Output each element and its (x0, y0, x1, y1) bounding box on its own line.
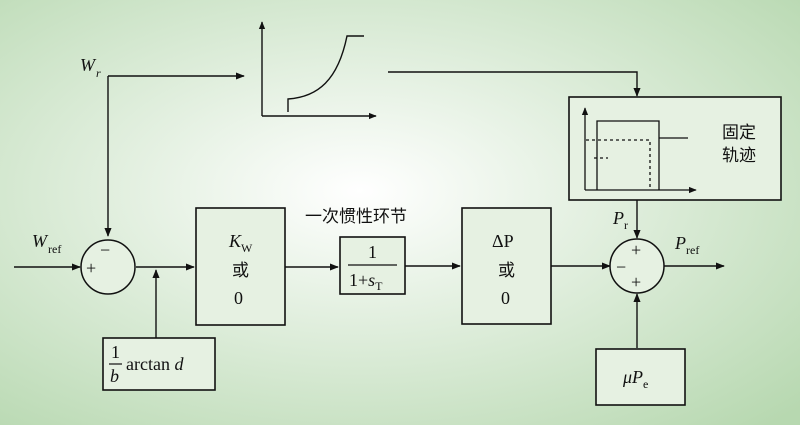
dp-or-label: 或 (498, 261, 515, 281)
summing-junction-1: − + (80, 239, 136, 295)
traj-label-line2: 轨迹 (722, 146, 756, 166)
arctan-block: 1 b arctan d (102, 337, 216, 391)
arctan-frac-den: b (110, 366, 119, 386)
kw-gain-label: KW (228, 231, 253, 255)
mupe-label: μPe (622, 367, 648, 391)
sum2-top-plus: + (631, 240, 641, 260)
wref-label: Wref (32, 231, 61, 256)
sum2-left-minus: − (616, 257, 626, 277)
traj-label-line1: 固定 (722, 123, 756, 143)
fixed-trajectory-block: 固定 轨迹 (568, 96, 782, 201)
inertia-denominator: 1+sT (349, 270, 383, 293)
dp-label: ΔP (492, 231, 514, 251)
kw-zero-label: 0 (234, 288, 243, 308)
pref-label: Pref (674, 233, 699, 257)
sum2-bottom-plus: + (631, 272, 641, 292)
traj-dashed-trace (586, 139, 651, 190)
sum1-minus-sign: − (100, 240, 110, 260)
kw-or-label: 或 (232, 261, 249, 281)
curve-trace (287, 35, 364, 112)
summing-junction-2: + − + (609, 238, 665, 294)
traj-solid-trace (596, 120, 660, 190)
kw-block: KW 或 0 (195, 207, 286, 326)
inertia-numerator: 1 (368, 242, 377, 262)
mupe-block: μPe (595, 348, 686, 406)
arctan-text: arctan d (126, 354, 184, 374)
characteristic-curve (258, 21, 377, 120)
dp-block: ΔP 或 0 (461, 207, 552, 325)
dp-zero-label: 0 (501, 288, 510, 308)
inertia-caption: 一次惯性环节 (305, 207, 407, 227)
sum1-plus-sign: + (86, 258, 96, 278)
arctan-frac-num: 1 (111, 342, 120, 362)
inertia-block: 一次惯性环节 1 1+sT (305, 207, 407, 295)
wr-label: Wr (80, 55, 101, 80)
pr-label: Pr (612, 208, 628, 232)
curve-to-traj-line (388, 71, 641, 97)
